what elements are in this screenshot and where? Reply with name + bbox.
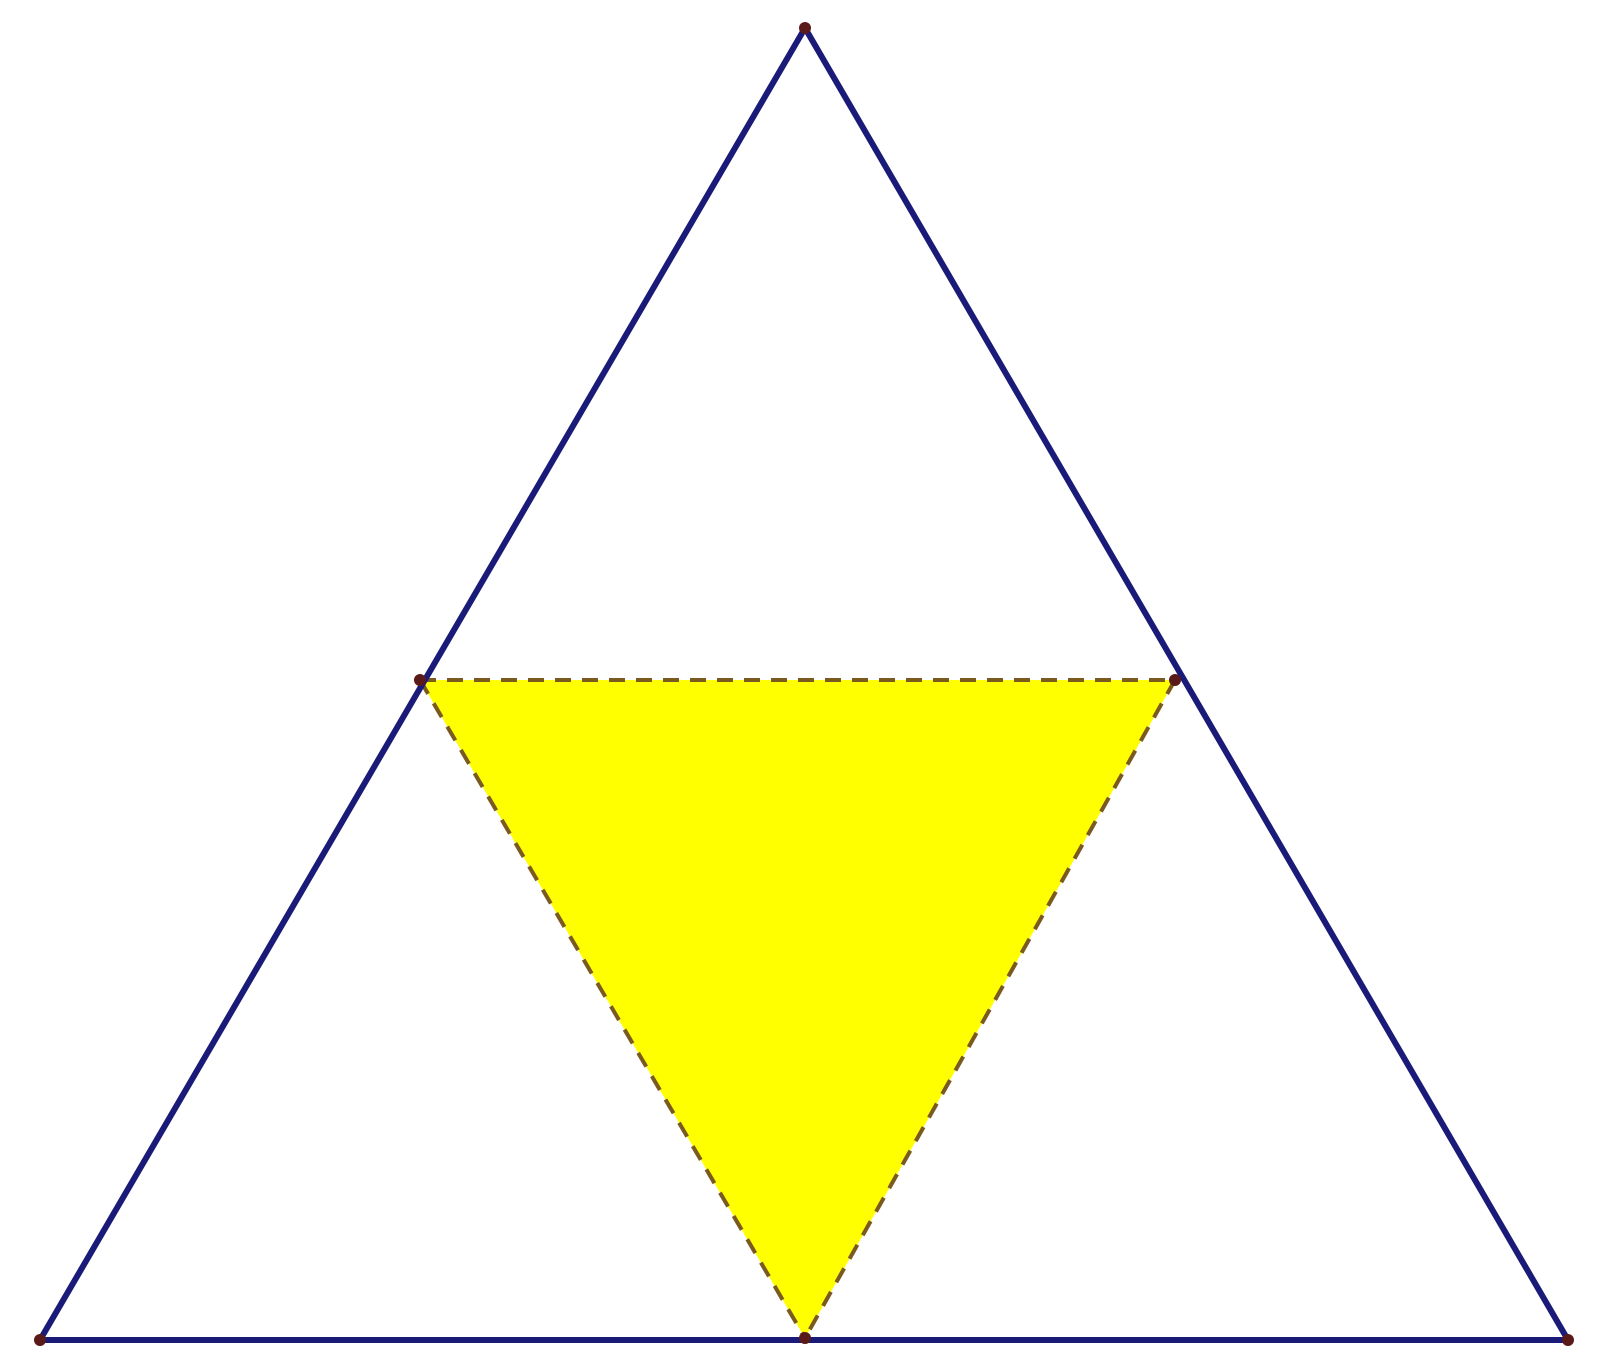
midpoint-left bbox=[414, 674, 426, 686]
midpoint-right bbox=[1169, 674, 1181, 686]
vertex-bottom-right bbox=[1562, 1334, 1574, 1346]
shaded-inner-triangle bbox=[420, 680, 1175, 1338]
vertex-bottom-left bbox=[34, 1334, 46, 1346]
dashed-midline-left bbox=[418, 678, 807, 1340]
dashed-midline-right bbox=[803, 679, 1177, 1339]
midpoint-bottom bbox=[799, 1332, 811, 1344]
vertex-top bbox=[799, 22, 811, 34]
